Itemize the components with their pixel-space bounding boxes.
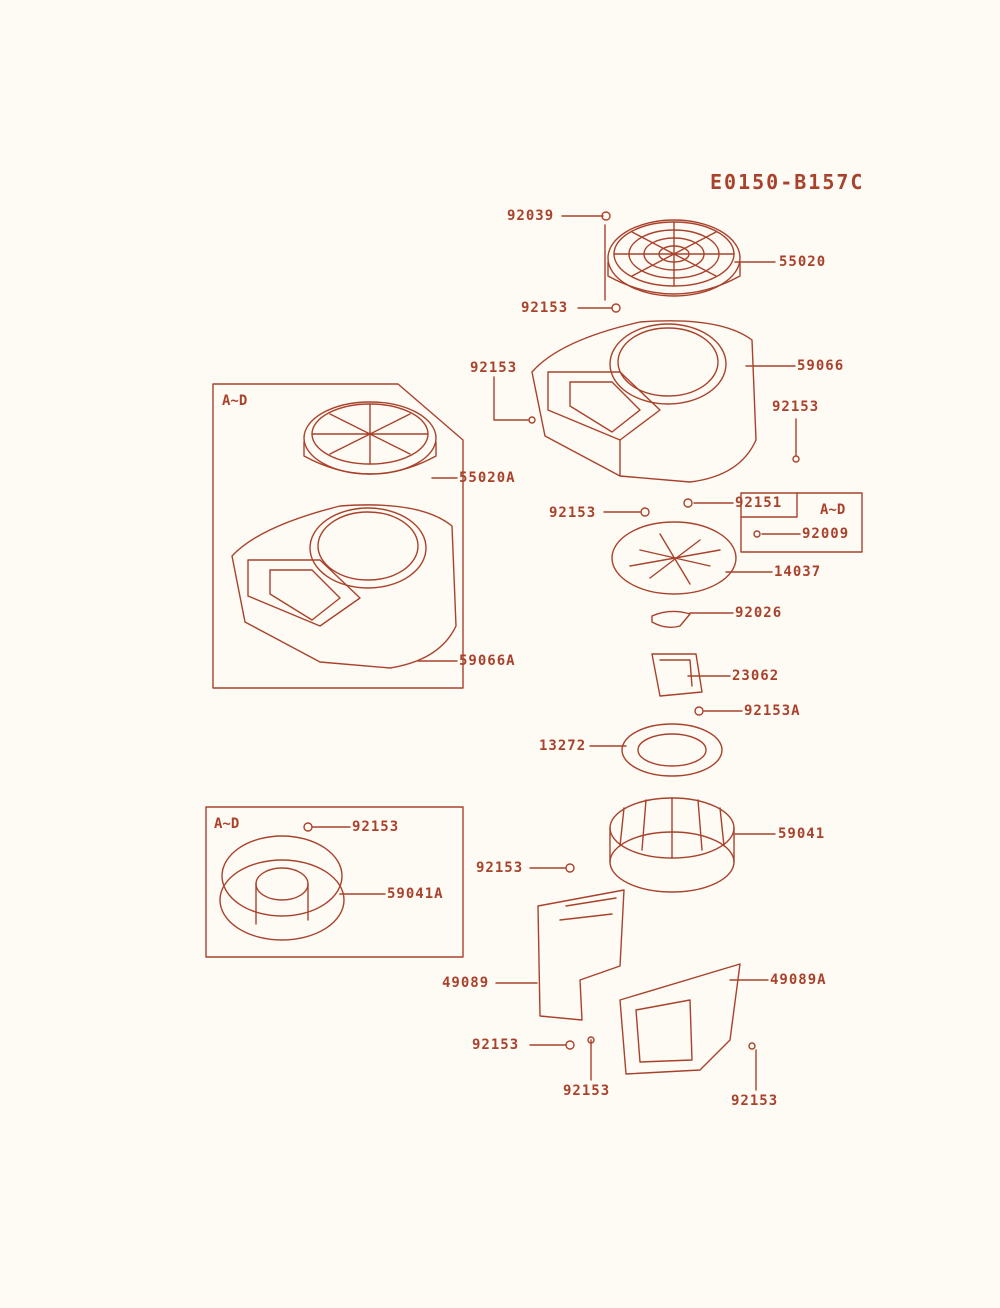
part-label-59066: 59066 <box>797 358 845 374</box>
variant-tag-3: A~D <box>820 502 846 518</box>
screen-55020A <box>304 402 436 474</box>
part-label-23062: 23062 <box>732 668 780 684</box>
part-label-92153-bottom-mid: 92153 <box>563 1083 611 1099</box>
part-label-49089A: 49089A <box>770 972 827 988</box>
shroud-49089A <box>620 964 740 1074</box>
part-label-55020: 55020 <box>779 254 827 270</box>
part-label-59041: 59041 <box>778 826 826 842</box>
variant-box-3 <box>741 493 862 552</box>
flywheel-59041A <box>220 836 344 940</box>
variant-box-1 <box>213 384 463 688</box>
shroud-49089 <box>538 890 624 1020</box>
leader-box3 <box>741 493 797 517</box>
part-label-92153-shroud: 92153 <box>476 860 524 876</box>
part-label-92026: 92026 <box>735 605 783 621</box>
fan-plate-14037 <box>612 522 736 594</box>
part-label-59066A: 59066A <box>459 653 516 669</box>
part-label-92153-bottom-left: 92153 <box>472 1037 520 1053</box>
bolts <box>304 212 799 1049</box>
fan-housing-59066A <box>232 505 456 668</box>
flywheel-59041 <box>610 798 734 892</box>
variant-tag-2: A~D <box>214 816 240 832</box>
part-label-92153-right: 92153 <box>772 399 820 415</box>
part-label-92009: 92009 <box>802 526 850 542</box>
leader-92153-left <box>494 377 528 420</box>
ring-13272 <box>622 724 722 776</box>
part-label-55020A: 55020A <box>459 470 516 486</box>
part-label-13272: 13272 <box>539 738 587 754</box>
part-label-92151: 92151 <box>735 495 783 511</box>
part-label-92153-bottom-right: 92153 <box>731 1093 779 1109</box>
part-label-92153-left: 92153 <box>470 360 518 376</box>
variant-box-2 <box>206 807 463 957</box>
variant-tag-1: A~D <box>222 393 248 409</box>
part-label-49089: 49089 <box>442 975 490 991</box>
part-label-59041A: 59041A <box>387 886 444 902</box>
part-23062 <box>652 654 702 696</box>
diagram-code: E0150-B157C <box>710 170 865 194</box>
fan-housing-59066 <box>532 321 756 482</box>
part-label-92153A: 92153A <box>744 703 801 719</box>
part-label-14037: 14037 <box>774 564 822 580</box>
part-label-92153-top: 92153 <box>521 300 569 316</box>
screen-55020 <box>608 220 740 296</box>
part-label-92153-box: 92153 <box>352 819 400 835</box>
part-label-92153-mid: 92153 <box>549 505 597 521</box>
bracket-92026 <box>652 611 690 627</box>
part-label-92039: 92039 <box>507 208 555 224</box>
